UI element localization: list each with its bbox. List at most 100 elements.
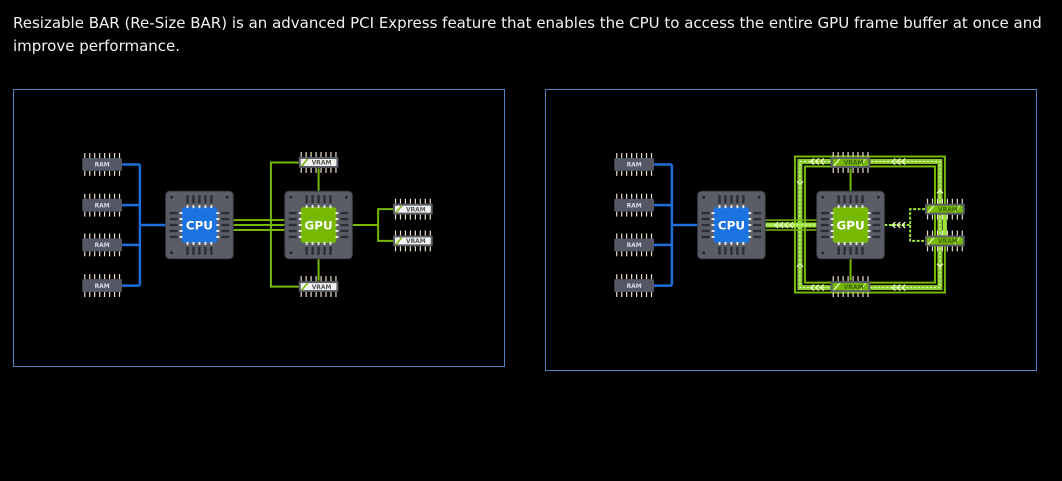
ram-module: RAM [82,274,122,297]
package-dot [289,251,293,255]
die-pin [843,241,846,245]
die-pin [837,205,840,209]
package-slot [221,223,230,227]
ram-label: RAM [627,242,642,249]
die-pin [305,205,308,209]
package-slot [872,223,881,227]
package-slot [730,246,733,255]
ram-bus [121,163,166,287]
die-pin [216,212,220,215]
die-pin [204,205,207,209]
die-pin [711,230,715,232]
gpu-chip-label: GPU [304,218,332,232]
vram-module: VRAM [298,276,339,297]
flow-arrow-icon [901,221,906,229]
die-pin [192,241,195,245]
package-slot [329,195,332,204]
die-pin [335,224,339,227]
package-slot [872,235,881,239]
package-slot [837,195,840,204]
ram-label: RAM [95,202,110,209]
flow-arrow-icon [796,180,804,186]
vram-module: VRAM [830,152,871,173]
package-slot [340,211,349,215]
ram-label: RAM [627,202,642,209]
flow-arrow-icon [789,221,794,229]
die-pin [192,205,195,209]
package-slot [323,246,326,255]
link-right-vram-1 [352,208,394,227]
die-pin [730,241,733,245]
die-pin [216,229,220,232]
flow-arrow-icon [896,158,901,165]
die-pin [718,241,721,245]
die-pin [830,230,834,232]
flow-arrow-icon [896,284,901,292]
gpu-chip: GPU [284,190,353,260]
cpu-chip-label: CPU [718,219,745,233]
vram-module: VRAM [925,230,965,252]
package-slot [317,246,320,255]
die-pin [298,235,302,238]
die-pin [317,241,320,245]
package-slot [186,195,189,204]
vram-label: VRAM [406,238,426,245]
ram-body [614,238,654,252]
die-pin [861,241,864,245]
vram-label: VRAM [312,160,332,167]
die-pin [867,212,871,215]
package-dot [876,195,880,199]
die-pin [198,205,201,209]
package-slot [192,195,195,204]
die-pin [718,205,721,209]
cpu-chip-die [713,207,750,243]
die-pin [311,205,314,209]
flow-arrow-icon [814,284,820,292]
die-pin [724,241,727,245]
ram-body [82,158,122,171]
die-pin [298,212,302,215]
flow-arrow-icon [779,221,784,229]
package-slot [221,211,230,215]
package-slot [718,246,721,255]
package-slot [340,235,349,239]
link-right-vram-2 [377,225,394,242]
ram-body [82,198,122,212]
ram-label: RAM [627,283,642,290]
package-slot [753,235,762,239]
vram-label: VRAM [406,206,426,213]
die-pin [830,212,834,215]
package-slot [192,246,195,255]
die-pin [298,224,302,227]
nvidia-stripe-icon [395,237,403,245]
package-slot [169,235,178,239]
flow-arrow-icon [809,158,815,165]
package-slot [855,246,858,255]
die-pin [329,205,332,209]
die-pin [867,218,871,221]
package-slot [323,195,326,204]
package-slot [169,229,178,233]
flow-arrow-icon [901,158,906,165]
package-slot [855,195,858,204]
vram-face [927,237,963,245]
die-pin [849,205,852,209]
cpu-chip: CPU [165,190,234,260]
die-pin [179,229,183,232]
die-pin [867,224,871,227]
package-slot [724,246,727,255]
vram-face [395,205,431,213]
nvidia-stripe-icon [927,237,935,245]
flow-arrow-icon [936,189,944,194]
die-pin [329,241,332,245]
vram-module: VRAM [925,198,965,220]
die-pin [730,205,733,209]
ram-body [82,279,122,293]
package-dot [170,251,174,255]
stripe-accent [860,158,866,167]
die-pin [335,212,339,215]
die-pin [179,235,183,238]
package-slot [736,246,739,255]
package-slot [820,223,829,227]
